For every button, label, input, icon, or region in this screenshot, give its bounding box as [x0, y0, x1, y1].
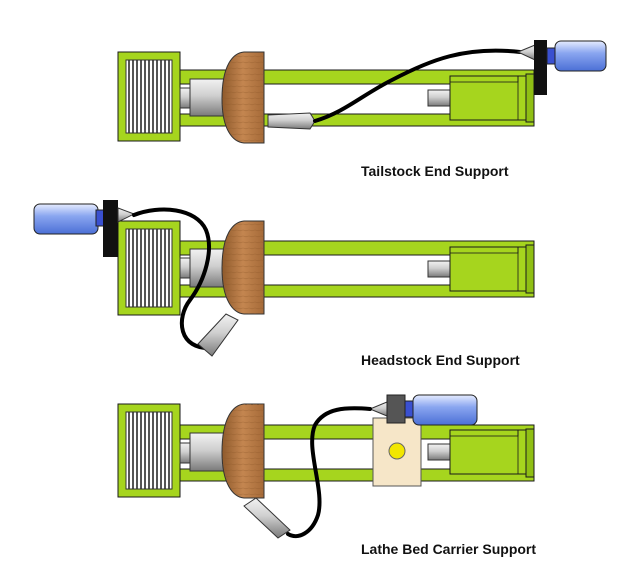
spindle: [179, 78, 225, 117]
tool-carrier-block: [372, 417, 422, 487]
tailstock-end-panel: [117, 40, 607, 144]
handpiece-tool: [267, 112, 316, 130]
flexible-shaft: [286, 406, 372, 539]
caption-carrier: Lathe Bed Carrier Support: [361, 541, 536, 557]
caption-headstock: Headstock End Support: [361, 352, 520, 368]
flex-shaft-motor: [516, 40, 607, 95]
headstock-pulley: [117, 51, 181, 142]
caption-tailstock: Tailstock End Support: [361, 163, 509, 179]
flexible-shaft: [132, 207, 214, 351]
headstock-pulley: [117, 403, 181, 498]
flexible-shaft: [313, 48, 522, 123]
handpiece-tool: [197, 313, 239, 357]
flex-shaft-motor: [368, 394, 478, 426]
headstock-pulley: [117, 220, 181, 316]
tailstock: [427, 429, 527, 475]
flex-shaft-motor: [33, 200, 136, 257]
handpiece-tool: [243, 497, 291, 539]
wooden-bowl: [221, 51, 265, 144]
wooden-bowl: [221, 403, 265, 499]
carrier-panel: [117, 394, 535, 539]
tailstock: [427, 246, 527, 292]
spindle: [179, 432, 225, 472]
headstock-end-panel: [33, 200, 535, 357]
wooden-bowl: [221, 220, 265, 315]
tailstock: [427, 75, 527, 121]
